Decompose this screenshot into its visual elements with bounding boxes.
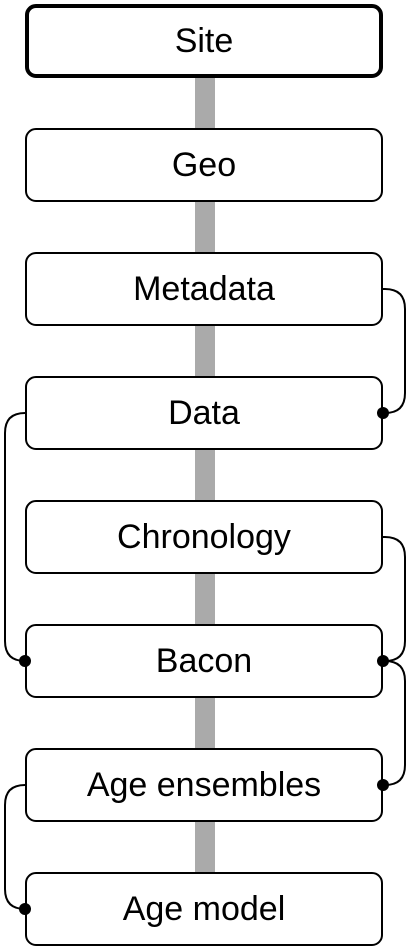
node-bacon: Bacon [25, 624, 383, 698]
node-geo-label: Geo [171, 145, 237, 184]
spine-segment [195, 322, 215, 380]
spine-segment [195, 74, 215, 132]
link-data-to-bacon [4, 412, 26, 662]
side-links [4, 288, 406, 910]
node-site-label: Site [174, 21, 234, 60]
node-age-model-label: Age model [122, 889, 286, 928]
node-age-model: Age model [25, 872, 383, 946]
node-chronology-label: Chronology [117, 517, 291, 556]
spine-segment [195, 818, 215, 876]
node-age-ensembles: Age ensembles [25, 748, 383, 822]
spine-connectors [195, 74, 215, 876]
node-site: Site [25, 4, 383, 78]
spine-segment [195, 446, 215, 504]
node-geo: Geo [25, 128, 383, 202]
node-data-label: Data [168, 393, 240, 432]
link-bacon-to-age-ensembles [383, 660, 406, 786]
node-age-ensembles-label: Age ensembles [86, 765, 322, 804]
node-metadata-label: Metadata [133, 269, 275, 308]
node-data: Data [25, 376, 383, 450]
node-bacon-label: Bacon [155, 641, 253, 680]
node-chronology: Chronology [25, 500, 383, 574]
link-age-ensembles-to-age-model [4, 784, 26, 910]
link-metadata-to-data [383, 288, 406, 414]
spine-segment [195, 694, 215, 752]
spine-segment [195, 198, 215, 256]
node-metadata: Metadata [25, 252, 383, 326]
link-chronology-to-bacon [383, 536, 406, 662]
spine-segment [195, 570, 215, 628]
